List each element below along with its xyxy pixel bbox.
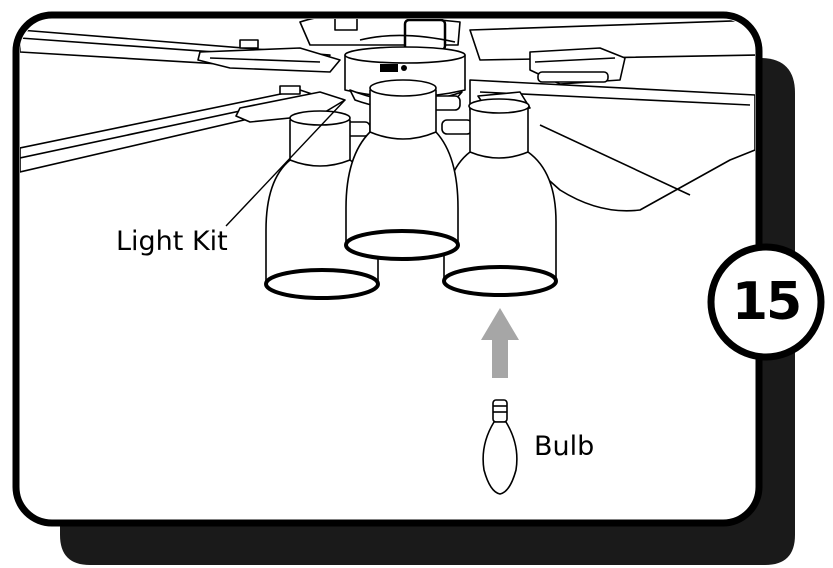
- blade-bracket-left-upper: [197, 39, 341, 73]
- up-arrow-icon: [481, 308, 519, 378]
- light-kit-label: Light Kit: [116, 226, 228, 257]
- blade-bracket-right-upper: [529, 47, 626, 85]
- step-number: 15: [731, 272, 802, 332]
- ceiling-fan-drawing: [20, 19, 755, 300]
- step-badge: [707, 243, 825, 361]
- motor-housing: [299, 19, 461, 52]
- candelabra-bulb-icon: [482, 399, 518, 495]
- light-kit-leader-line: [225, 99, 346, 227]
- fan-blade-right-lower: [469, 79, 755, 212]
- light-shade-right: [442, 98, 558, 297]
- bulb-label: Bulb: [534, 431, 595, 462]
- light-shade-center: [344, 79, 460, 261]
- fan-blade-right-upper: [469, 19, 755, 61]
